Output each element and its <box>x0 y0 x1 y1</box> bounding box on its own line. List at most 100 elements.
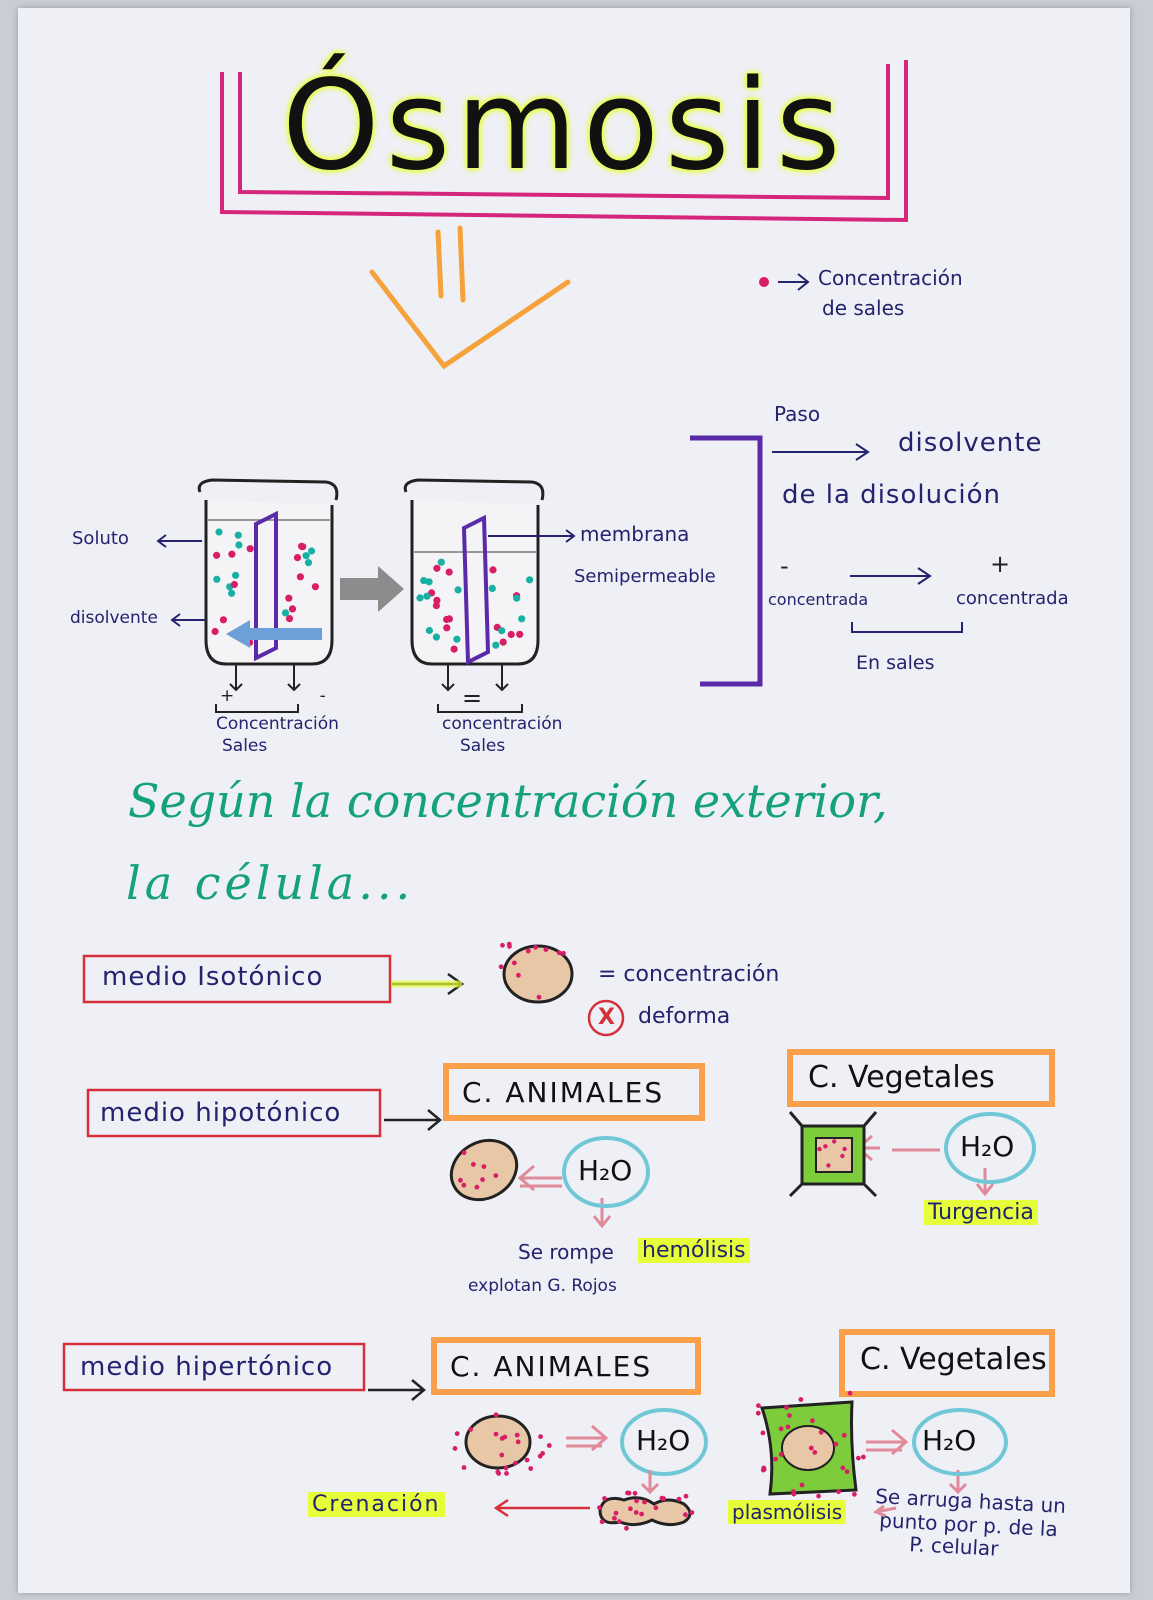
particle-dot <box>507 630 515 639</box>
particle-dot <box>513 594 521 602</box>
particle-dot <box>799 1482 805 1488</box>
beaker-left <box>197 478 339 713</box>
h2o-circle-2 <box>944 1112 1036 1184</box>
particle-dot <box>471 1162 476 1167</box>
label-soluto: Soluto <box>72 528 129 549</box>
paso-en-sales: En sales <box>856 652 935 674</box>
particle-dot <box>420 577 428 585</box>
hipotonico-turgencia: Turgencia <box>924 1200 1038 1225</box>
particle-dot <box>602 1496 607 1501</box>
particle-dot <box>516 630 524 638</box>
particle-dot <box>450 645 458 653</box>
particle-dot <box>784 1405 789 1410</box>
particle-dot <box>304 559 313 567</box>
particle-dot <box>433 596 441 605</box>
particle-dot <box>454 586 462 594</box>
particle-dot <box>537 1453 543 1459</box>
legend-arrow-icon <box>778 273 810 291</box>
particle-dot <box>493 1431 499 1437</box>
particle-dot <box>219 616 227 624</box>
heading-line1: Según la concentración exterior, <box>128 774 888 828</box>
particle-dot <box>756 1403 761 1408</box>
cell-isotonic <box>502 944 574 1004</box>
particle-dot <box>445 615 453 623</box>
particle-dot <box>536 994 542 1000</box>
label-equal: = <box>462 684 483 712</box>
hipotonico-animales: C. ANIMALES <box>462 1076 665 1109</box>
particle-dot <box>246 545 254 553</box>
paso-plus: + <box>990 550 1011 578</box>
label-semipermeable: Semipermeable <box>574 566 716 587</box>
vegetales-box-2 <box>839 1329 1055 1397</box>
particle-dot <box>454 1431 460 1436</box>
particle-dot <box>683 1493 689 1499</box>
particle-dot <box>624 1525 629 1531</box>
particle-dot <box>433 564 441 572</box>
particle-dot <box>296 573 304 581</box>
paso-concentrada-left: concentrada <box>768 590 869 609</box>
particle-dot <box>423 592 431 600</box>
legend-note-line2: de sales <box>822 296 905 320</box>
particle-dot <box>453 635 461 643</box>
hipotonico-h2o-vegetal: H₂O <box>960 1130 1015 1163</box>
particle-dot <box>683 1512 688 1518</box>
particle-dot <box>493 1412 499 1418</box>
legend-dot-icon <box>759 277 769 287</box>
particle-dot <box>228 589 236 597</box>
particle-dot <box>489 566 497 574</box>
left-caption-2: Sales <box>222 736 268 756</box>
particle-dot <box>861 1454 866 1460</box>
particle-dot <box>632 1490 638 1496</box>
hipertonico-se-arruga-3: P. celular <box>908 1532 1000 1561</box>
particle-dot <box>818 1429 824 1435</box>
particle-dot <box>561 950 566 956</box>
particle-dot <box>612 1515 617 1521</box>
hipotonico-box <box>86 1088 382 1138</box>
particle-dot <box>461 1150 467 1156</box>
particle-dot <box>498 627 506 635</box>
hipertonico-box <box>62 1342 366 1392</box>
label-disolvente: disolvente <box>70 608 158 628</box>
particle-dot <box>493 1173 499 1178</box>
label-membrana: membrana <box>580 522 690 546</box>
particle-dot <box>514 1432 520 1438</box>
particle-dot <box>841 1432 847 1438</box>
bracket <box>690 435 763 687</box>
particle-dot <box>616 1519 622 1524</box>
particle-dot <box>228 550 236 558</box>
particle-dot <box>798 1397 804 1402</box>
particle-dot <box>840 1465 846 1471</box>
particle-dot <box>452 1446 458 1451</box>
particle-dot <box>847 1390 853 1396</box>
left-caption-1: Concentración <box>216 714 339 734</box>
particle-dot <box>597 1505 602 1510</box>
animales-box-2 <box>431 1337 701 1395</box>
particle-dot <box>488 584 496 593</box>
particle-dot <box>308 547 316 555</box>
particle-dot <box>432 633 440 641</box>
paso-de-la-disolucion: de la disolución <box>782 480 1001 510</box>
particle-dot <box>503 1465 509 1471</box>
h2o-circle-1 <box>562 1136 650 1208</box>
particle-dot <box>826 1163 831 1168</box>
down-arrow-icon <box>369 225 571 370</box>
particle-dot <box>285 615 294 623</box>
hipotonico-se-rompe: Se rompe <box>518 1240 614 1264</box>
particle-dot <box>856 1455 861 1461</box>
particle-dot <box>787 1413 792 1418</box>
hipertonico-crenacion: Crenación <box>308 1492 445 1517</box>
particle-dot <box>445 568 453 576</box>
particle-dot <box>461 1182 467 1188</box>
particle-dot <box>213 551 221 559</box>
particle-dot <box>661 1496 667 1502</box>
hipertonico-h2o-vegetal: H₂O <box>922 1424 977 1457</box>
particle-dot <box>474 1184 480 1190</box>
h2o-circle-4 <box>912 1408 1008 1476</box>
particle-dot <box>810 1418 815 1424</box>
animales-box-1 <box>443 1063 705 1121</box>
particle-dot <box>642 1499 647 1505</box>
paso-minus: - <box>780 552 789 580</box>
hipertonico-label: medio hipertónico <box>80 1352 334 1382</box>
hipotonico-explotan: explotan G. Rojos <box>468 1276 617 1296</box>
transition-arrow-icon <box>340 566 404 612</box>
